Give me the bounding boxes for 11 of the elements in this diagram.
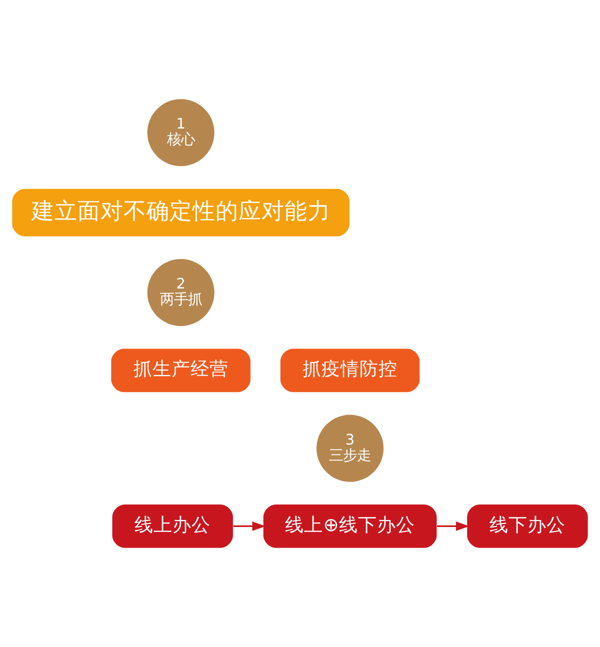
node-box: 线上⊕线下办公 [263, 504, 437, 548]
node-box: 建立面对不确定性的应对能力 [12, 188, 350, 236]
node-box: 抓疫情防控 [280, 348, 420, 392]
node-box: 线下办公 [467, 504, 588, 548]
node-box: 抓生产经营 [111, 348, 250, 392]
node-circle: 1 核心 [147, 99, 214, 166]
node-circle: 2 两手抓 [147, 259, 214, 326]
node-circle: 3 三步走 [316, 414, 384, 482]
node-box: 线上办公 [112, 504, 233, 548]
arrow [233, 522, 266, 531]
arrow [437, 522, 470, 531]
